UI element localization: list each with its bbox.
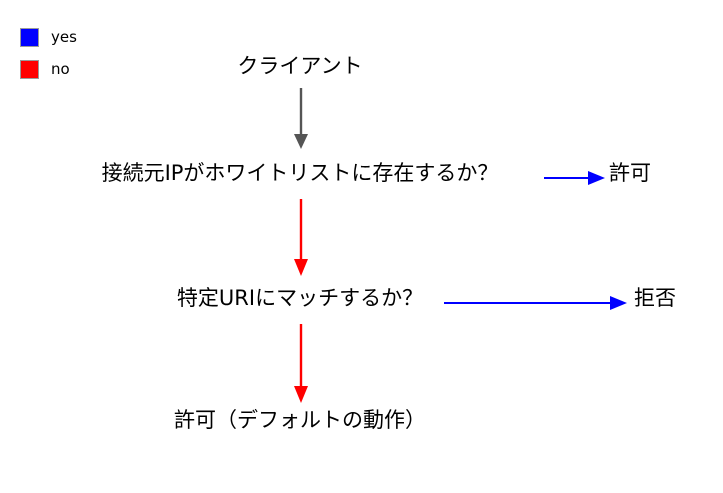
node-whitelist-check: 接続元IPがホワイトリストに存在するか？ — [101, 161, 499, 185]
edge-arrowhead — [588, 171, 605, 185]
edge-whitelist-to-allow — [544, 171, 605, 185]
edge-client-to-whitelist — [294, 88, 308, 149]
legend-label-yes: yes — [51, 28, 77, 46]
edge-arrowhead — [294, 386, 308, 403]
edge-arrowhead — [294, 134, 308, 149]
legend-label-no: no — [51, 60, 70, 78]
legend-item-no: no — [20, 60, 70, 79]
legend-item-yes: yes — [20, 28, 77, 47]
edge-arrowhead — [610, 296, 627, 310]
edge-urimatch-to-deny — [444, 296, 627, 310]
edge-urimatch-to-default — [294, 324, 308, 403]
node-default-allow: 許可（デフォルトの動作） — [174, 408, 426, 432]
edge-arrowhead — [294, 259, 308, 276]
legend-swatch-no — [20, 60, 39, 79]
node-allow: 許可 — [609, 161, 651, 185]
node-client: クライアント — [237, 54, 363, 78]
edge-whitelist-to-urimatch — [294, 199, 308, 276]
node-deny: 拒否 — [634, 286, 676, 310]
node-uri-match-check: 特定URIにマッチするか？ — [176, 286, 424, 310]
legend-swatch-yes — [20, 28, 39, 47]
